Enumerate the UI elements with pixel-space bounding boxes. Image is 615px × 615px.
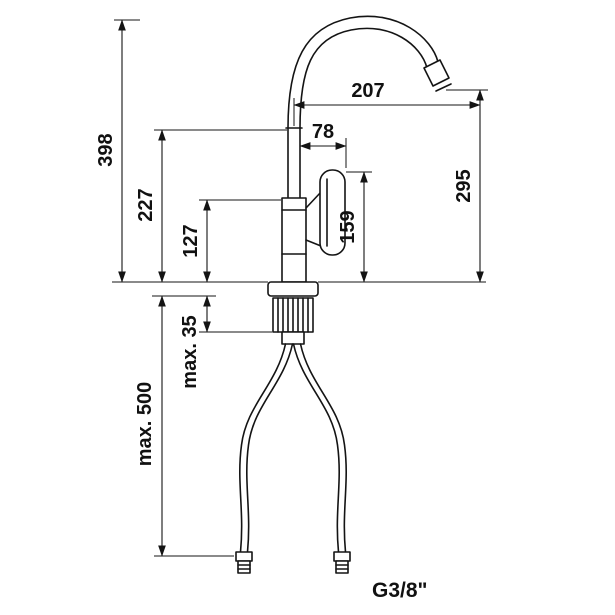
dim-spout-base-height-label: 227 xyxy=(135,188,157,221)
spout-tip-cap xyxy=(435,83,452,92)
dim-spout-base-height: 227 xyxy=(135,129,166,283)
thread-size-annotation: G3/8" xyxy=(372,579,427,602)
dim-body-height: 127 xyxy=(180,199,211,283)
dim-handle-height-label: 159 xyxy=(337,210,359,243)
faucet-outline xyxy=(235,15,452,574)
dim-total-height: 398 xyxy=(95,19,126,283)
dim-outlet-height-label: 295 xyxy=(453,169,475,202)
spout-outer-contour xyxy=(287,15,439,129)
dim-handle-height: 159 xyxy=(337,171,368,283)
hose-right-outer xyxy=(299,343,347,553)
dim-max-hose-length: max. 500 xyxy=(134,295,166,557)
dim-total-height-label: 398 xyxy=(95,133,117,166)
lever-link-top xyxy=(305,191,322,209)
dim-spout-reach-label: 207 xyxy=(351,80,384,102)
hose-right-inner xyxy=(292,343,340,553)
dim-max-mount-thickness: max. 35 xyxy=(179,295,211,389)
dim-handle-offset-label: 78 xyxy=(312,121,334,143)
dim-body-height-label: 127 xyxy=(180,224,202,257)
dim-handle-offset: 78 xyxy=(299,121,347,150)
dim-max-mount-thickness-label: max. 35 xyxy=(179,315,201,388)
spout-tip xyxy=(423,59,450,87)
hose-fitting-right xyxy=(333,551,351,574)
hose-fitting-left xyxy=(235,551,253,574)
spout-inner-contour xyxy=(299,27,428,129)
hose-left-outer xyxy=(239,343,287,553)
lever-link-bottom xyxy=(305,239,322,247)
base-flange xyxy=(267,281,319,297)
dim-max-hose-length-label: max. 500 xyxy=(134,382,156,467)
dim-spout-reach: 207 xyxy=(293,80,481,109)
faucet-body xyxy=(281,197,307,283)
thread-size-label: G3/8" xyxy=(372,579,427,602)
dim-outlet-height: 295 xyxy=(453,89,484,283)
hose-left-inner xyxy=(246,343,294,553)
hose-stub xyxy=(281,331,305,345)
mounting-nut-ribs xyxy=(277,297,309,333)
